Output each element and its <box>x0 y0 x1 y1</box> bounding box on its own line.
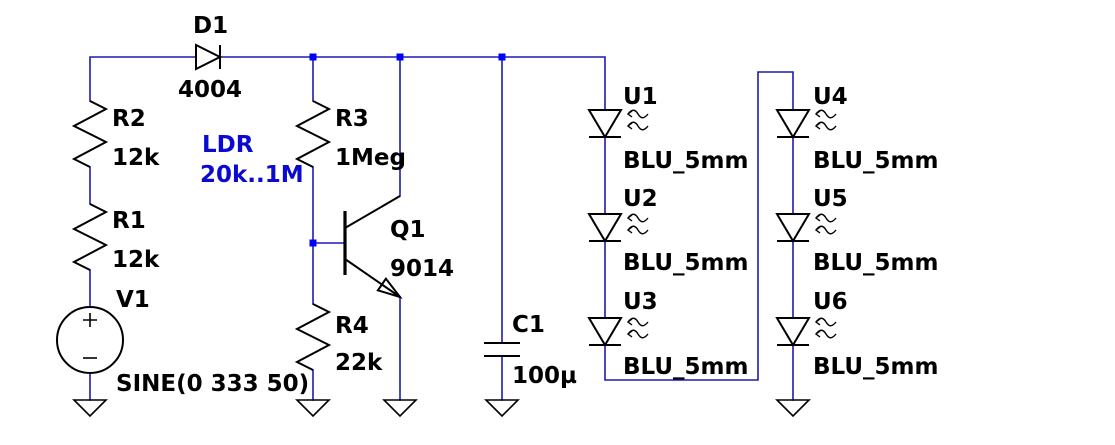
led-u1: U1 BLU_5mm <box>587 84 748 174</box>
led-u2: U2 BLU_5mm <box>587 186 748 276</box>
ground-icon <box>775 399 811 418</box>
u1-value: BLU_5mm <box>623 148 748 174</box>
led-icon <box>587 317 623 347</box>
resistor-r2: R2 12k <box>71 100 160 171</box>
led-icon <box>587 213 623 243</box>
diode-d1: D1 4004 <box>178 13 242 103</box>
r3-value: 1Meg <box>335 145 406 171</box>
ground-icon <box>72 399 108 418</box>
u4-ref: U4 <box>813 84 848 110</box>
r4-ref: R4 <box>335 313 369 339</box>
ground-icon <box>382 399 418 418</box>
c1-ref: C1 <box>512 312 545 338</box>
r3-ref: R3 <box>335 106 369 132</box>
u1-ref: U1 <box>623 84 658 110</box>
resistor-icon <box>294 303 332 371</box>
voltage-source-v1: V1 SINE(0 333 50) <box>56 287 309 397</box>
resistor-r3: R3 1Meg LDR 20k..1M <box>200 100 406 188</box>
junction-dot <box>498 53 506 61</box>
voltage-source-icon <box>56 306 124 374</box>
led-icon <box>775 109 811 139</box>
grounds <box>72 399 811 418</box>
led-u6: U6 BLU_5mm <box>775 289 938 380</box>
resistor-icon <box>71 100 109 168</box>
wires <box>89 56 794 401</box>
light-emission-icon <box>626 109 649 131</box>
led-u4: U4 BLU_5mm <box>775 84 938 174</box>
emitter-arrow-icon <box>376 277 403 299</box>
u3-value: BLU_5mm <box>623 354 748 380</box>
wire-u3-u4-return <box>604 71 794 381</box>
u4-value: BLU_5mm <box>813 148 938 174</box>
led-u3: U3 BLU_5mm <box>587 289 748 380</box>
resistor-icon <box>71 203 109 271</box>
ground-icon <box>295 399 331 418</box>
plus-sign-icon <box>83 313 97 327</box>
ldr-range: 20k..1M <box>200 162 304 188</box>
wire-d1-anode <box>89 56 197 102</box>
capacitor-c1: C1 100µ <box>484 312 577 389</box>
u3-ref: U3 <box>623 289 658 315</box>
r1-value: 12k <box>112 247 160 273</box>
light-emission-icon <box>814 213 837 235</box>
transistor-q1: Q1 9014 <box>343 195 454 299</box>
u6-ref: U6 <box>813 289 848 315</box>
transistor-emitter-lead <box>344 258 401 298</box>
r4-value: 22k <box>335 350 383 376</box>
light-emission-icon <box>626 213 649 235</box>
q1-ref: Q1 <box>390 217 426 243</box>
u2-ref: U2 <box>623 186 658 212</box>
light-emission-icon <box>814 317 837 339</box>
ground-icon <box>484 399 520 418</box>
led-u5: U5 BLU_5mm <box>775 186 938 276</box>
ldr-label: LDR <box>202 132 254 158</box>
junction-dot <box>396 53 404 61</box>
u6-value: BLU_5mm <box>813 354 938 380</box>
light-emission-icon <box>626 317 649 339</box>
c1-value: 100µ <box>512 363 577 389</box>
r1-ref: R1 <box>112 208 146 234</box>
led-icon <box>775 317 811 347</box>
led-icon <box>775 213 811 243</box>
v1-value: SINE(0 333 50) <box>116 371 309 397</box>
junctions <box>309 53 506 247</box>
led-icon <box>587 109 623 139</box>
u5-value: BLU_5mm <box>813 250 938 276</box>
resistor-r4: R4 22k <box>294 303 383 376</box>
d1-value: 4004 <box>178 77 242 103</box>
wire-top-rail <box>219 56 606 111</box>
u2-value: BLU_5mm <box>623 250 748 276</box>
transistor-collector-lead <box>344 195 401 229</box>
r2-ref: R2 <box>112 106 146 132</box>
u5-ref: U5 <box>813 186 848 212</box>
junction-dot <box>309 239 317 247</box>
r2-value: 12k <box>112 145 160 171</box>
diode-icon <box>195 43 223 71</box>
resistor-r1: R1 12k <box>71 203 160 273</box>
resistor-icon <box>294 100 332 168</box>
q1-value: 9014 <box>390 256 454 282</box>
junction-dot <box>309 53 317 61</box>
v1-ref: V1 <box>116 287 150 313</box>
light-emission-icon <box>814 109 837 131</box>
d1-ref: D1 <box>193 13 228 39</box>
